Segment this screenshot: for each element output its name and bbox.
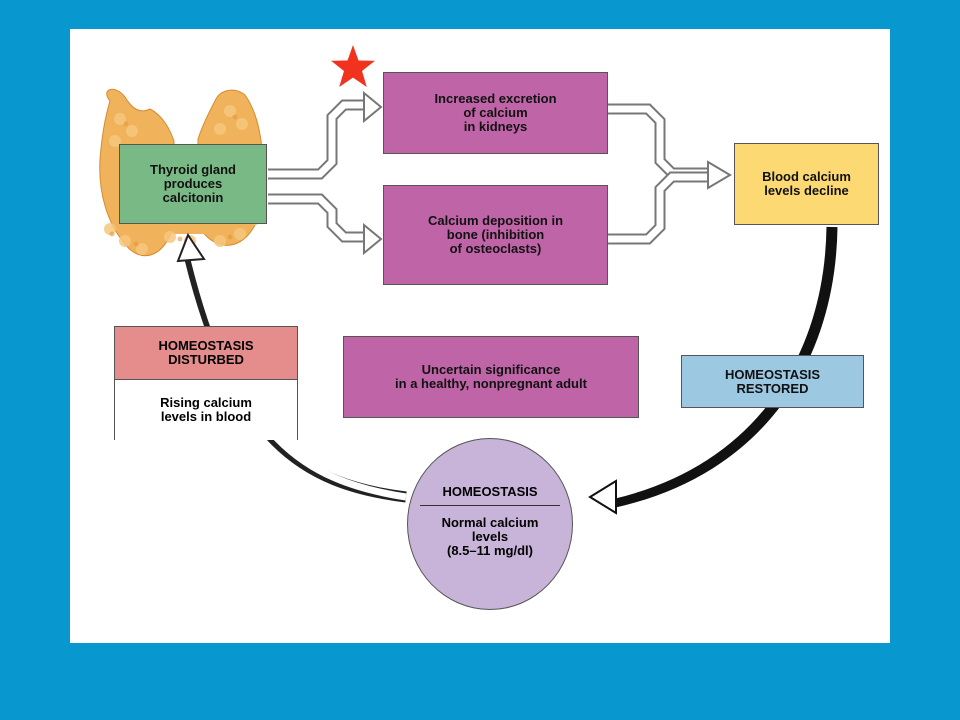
homeostasis-title: HOMEOSTASIS bbox=[442, 484, 538, 499]
rising-calcium-text: Rising calcium levels in blood bbox=[115, 380, 297, 440]
merge-arrow bbox=[608, 103, 732, 245]
homeostasis-disturbed-box: HOMEOSTASIS DISTURBED Rising calcium lev… bbox=[114, 326, 298, 440]
calcium-decline-box: Blood calcium levels decline bbox=[734, 143, 879, 225]
red-star-icon bbox=[331, 45, 375, 87]
kidney-excretion-box: Increased excretion of calcium in kidney… bbox=[383, 72, 608, 154]
slide-canvas: Thyroid gland produces calcitonin Increa… bbox=[70, 29, 890, 643]
uncertain-significance-box: Uncertain significance in a healthy, non… bbox=[343, 336, 639, 418]
bone-deposition-box: Calcium deposition in bone (inhibition o… bbox=[383, 185, 608, 285]
branch-arrow bbox=[268, 90, 383, 256]
homeostasis-disturbed-heading: HOMEOSTASIS DISTURBED bbox=[115, 327, 297, 380]
normal-calcium-text: Normal calcium levels (8.5–11 mg/dl) bbox=[441, 515, 539, 558]
thyroid-gland-box: Thyroid gland produces calcitonin bbox=[119, 144, 267, 224]
title-divider bbox=[420, 505, 560, 506]
homeostasis-restored-box: HOMEOSTASIS RESTORED bbox=[681, 355, 864, 408]
homeostasis-circle: HOMEOSTASIS Normal calcium levels (8.5–1… bbox=[407, 438, 573, 610]
